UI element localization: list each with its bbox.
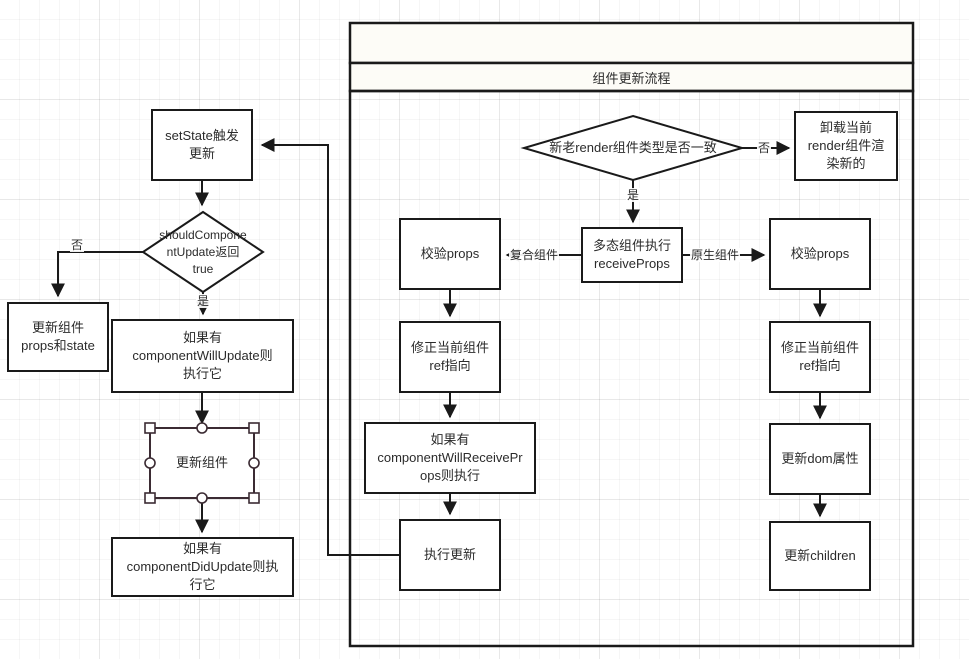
resize-handle-nw[interactable]	[144, 422, 156, 434]
resize-handle-se[interactable]	[248, 492, 260, 504]
node-fix-ref-left[interactable]	[399, 321, 501, 393]
edge-label-native-component: 原生组件	[690, 248, 741, 262]
node-check-props-left[interactable]	[399, 218, 501, 290]
node-fix-ref-right[interactable]	[769, 321, 871, 393]
edge-shouldupdate-no-to-updateprops	[51, 251, 143, 298]
edge-label-yes-left: 是	[196, 294, 211, 308]
node-do-update[interactable]	[399, 519, 501, 591]
edge-label-yes-right: 是	[626, 188, 641, 202]
selection-overlay[interactable]	[144, 422, 260, 504]
edge-label-no-left: 否	[70, 238, 85, 252]
node-component-will-update[interactable]	[111, 319, 294, 393]
resize-handle-s[interactable]	[196, 492, 208, 504]
node-update-dom-attr[interactable]	[769, 423, 871, 495]
edge-doupdate-feedback-to-setstate	[260, 138, 400, 556]
node-unmount-render-new[interactable]	[794, 111, 898, 181]
node-should-component-update[interactable]	[141, 210, 265, 294]
resize-handle-n[interactable]	[196, 422, 208, 434]
node-set-state[interactable]	[151, 109, 253, 181]
node-update-component[interactable]	[149, 427, 255, 499]
resize-handle-w[interactable]	[144, 457, 156, 469]
container-group	[348, 21, 915, 648]
node-update-props-state[interactable]	[7, 302, 109, 372]
node-update-children[interactable]	[769, 521, 871, 591]
resize-handle-sw[interactable]	[144, 492, 156, 504]
node-component-did-update[interactable]	[111, 537, 294, 597]
edge-label-composite-component: 复合组件	[509, 248, 560, 262]
node-render-type-same[interactable]	[520, 114, 746, 182]
container-header-box	[348, 21, 915, 65]
node-poly-receive-props[interactable]	[581, 227, 683, 283]
edge-label-no-right: 否	[757, 141, 772, 155]
node-check-props-right[interactable]	[769, 218, 871, 290]
resize-handle-ne[interactable]	[248, 422, 260, 434]
resize-handle-e[interactable]	[248, 457, 260, 469]
container-body-box	[348, 89, 915, 648]
node-component-will-receive-props[interactable]	[364, 422, 536, 494]
container-title: 组件更新流程	[592, 70, 671, 86]
